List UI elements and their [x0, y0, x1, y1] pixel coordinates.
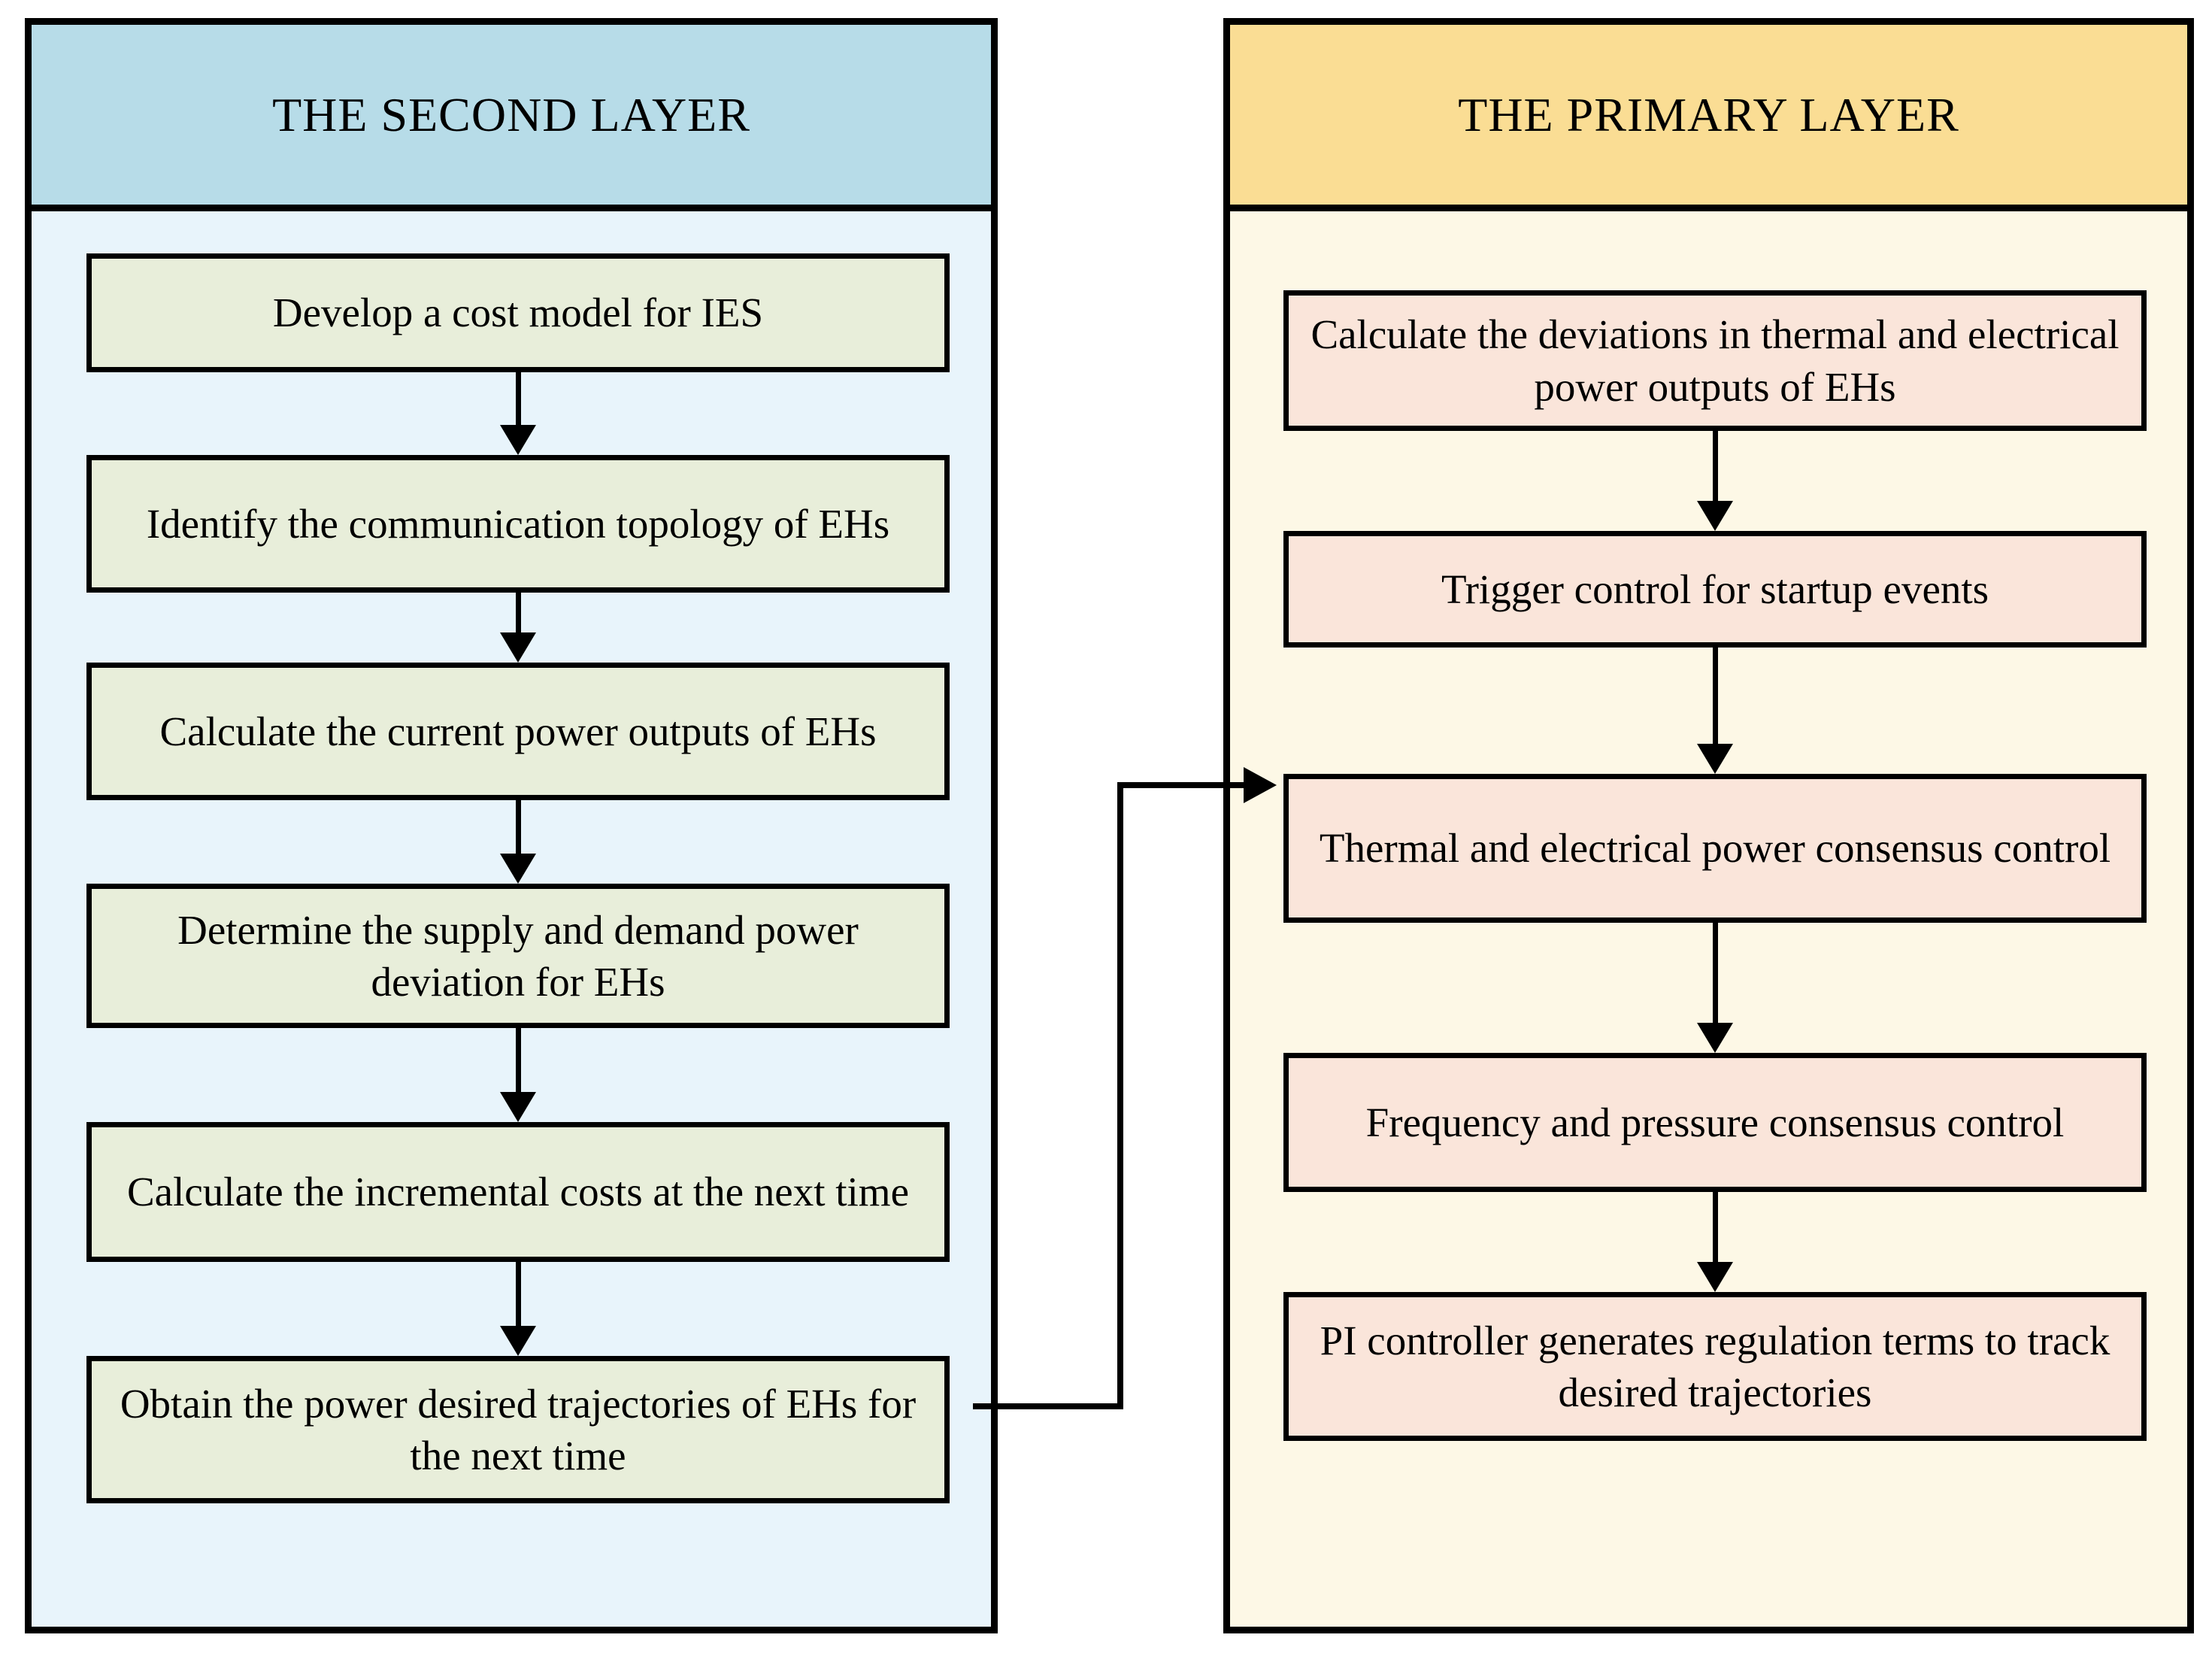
node-label: Obtain the power desired trajectories of…	[120, 1380, 917, 1479]
connector-l3-l4-arrowhead	[500, 854, 536, 884]
node-pi-controller-regulation-terms[interactable]: PI controller generates regulation terms…	[1283, 1292, 2147, 1441]
connector-r2-r3-line	[1713, 648, 1718, 749]
node-calculate-incremental-costs[interactable]: Calculate the incremental costs at the n…	[86, 1122, 950, 1262]
node-label: PI controller generates regulation terms…	[1320, 1317, 2110, 1415]
cross-connector-arrowhead	[1244, 767, 1277, 803]
node-calculate-deviations-thermal-electrical[interactable]: Calculate the deviations in thermal and …	[1283, 290, 2147, 431]
node-label: Determine the supply and demand power de…	[177, 906, 859, 1005]
cross-connector-segment-vertical	[1117, 782, 1123, 1406]
connector-l5-l6-arrowhead	[500, 1326, 536, 1356]
panel-primary-layer: THE PRIMARY LAYER Calculate the deviatio…	[1223, 18, 2194, 1633]
connector-l5-l6-line	[516, 1262, 521, 1331]
node-label: Calculate the deviations in thermal and …	[1311, 311, 2120, 410]
node-label: Calculate the incremental costs at the n…	[126, 1169, 910, 1215]
node-trigger-control-startup-events[interactable]: Trigger control for startup events	[1283, 531, 2147, 648]
connector-l4-l5-line	[516, 1028, 521, 1097]
panel-second-layer-header: THE SECOND LAYER	[32, 25, 991, 211]
node-calculate-current-power-outputs[interactable]: Calculate the current power outputs of E…	[86, 663, 950, 800]
node-thermal-electrical-power-consensus-control[interactable]: Thermal and electrical power consensus c…	[1283, 774, 2147, 923]
node-label: Thermal and electrical power consensus c…	[1319, 825, 2111, 872]
node-label: Calculate the current power outputs of E…	[159, 708, 877, 754]
connector-l1-l2-arrowhead	[500, 425, 536, 455]
cross-connector-segment-horizontal-lower	[973, 1403, 1123, 1409]
connector-r3-r4-line	[1713, 923, 1718, 1028]
node-identify-topology[interactable]: Identify the communication topology of E…	[86, 455, 950, 593]
connector-l2-l3-arrowhead	[500, 632, 536, 663]
connector-r4-r5-line	[1713, 1192, 1718, 1267]
panel-primary-layer-title: THE PRIMARY LAYER	[1458, 87, 1959, 141]
panel-second-layer-title: THE SECOND LAYER	[272, 87, 750, 141]
connector-r1-r2-arrowhead	[1697, 501, 1733, 531]
connector-l3-l4-line	[516, 800, 521, 859]
connector-r1-r2-line	[1713, 431, 1718, 506]
panel-primary-layer-body: Calculate the deviations in thermal and …	[1230, 211, 2187, 1633]
connector-r4-r5-arrowhead	[1697, 1262, 1733, 1292]
connector-r2-r3-arrowhead	[1697, 744, 1733, 774]
connector-r3-r4-arrowhead	[1697, 1023, 1733, 1053]
node-develop-cost-model[interactable]: Develop a cost model for IES	[86, 253, 950, 372]
cross-connector-segment-horizontal-upper	[1117, 782, 1265, 788]
panel-second-layer: THE SECOND LAYER Develop a cost model fo…	[25, 18, 998, 1633]
connector-l1-l2-line	[516, 372, 521, 430]
connector-l2-l3-line	[516, 593, 521, 638]
node-label: Develop a cost model for IES	[272, 290, 764, 336]
node-obtain-power-desired-trajectories[interactable]: Obtain the power desired trajectories of…	[86, 1356, 950, 1503]
node-label: Frequency and pressure consensus control	[1365, 1099, 2065, 1145]
connector-l4-l5-arrowhead	[500, 1092, 536, 1122]
node-frequency-pressure-consensus-control[interactable]: Frequency and pressure consensus control	[1283, 1053, 2147, 1192]
panel-primary-layer-header: THE PRIMARY LAYER	[1230, 25, 2187, 211]
node-determine-supply-demand-deviation[interactable]: Determine the supply and demand power de…	[86, 884, 950, 1028]
panel-second-layer-body: Develop a cost model for IES Identify th…	[32, 211, 991, 1633]
node-label: Identify the communication topology of E…	[146, 500, 890, 547]
node-label: Trigger control for startup events	[1441, 566, 1989, 612]
